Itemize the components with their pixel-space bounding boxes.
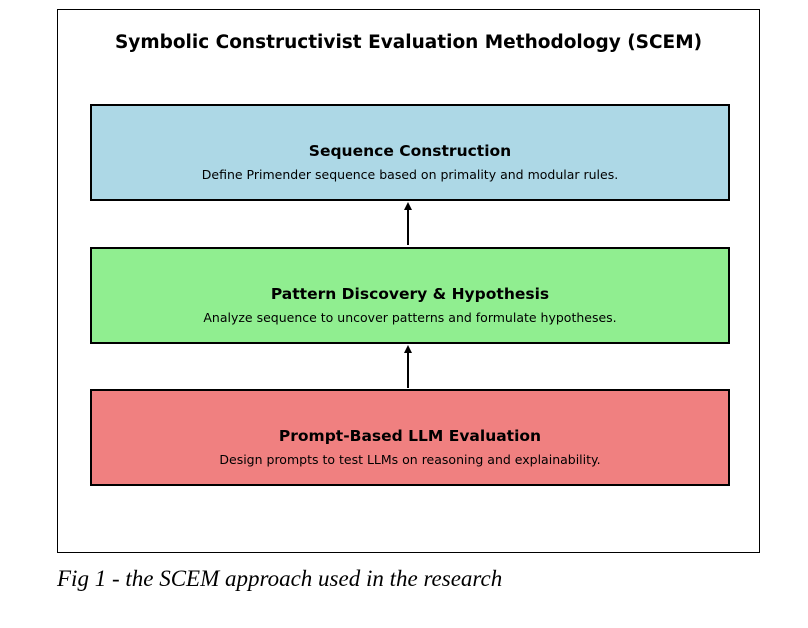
figure-frame: Symbolic Constructivist Evaluation Metho… <box>57 9 760 553</box>
stage-box-pattern-discovery: Pattern Discovery & Hypothesis Analyze s… <box>90 247 730 344</box>
stage-heading: Pattern Discovery & Hypothesis <box>270 285 550 303</box>
arrow-up-icon <box>404 202 412 245</box>
stage-box-llm-evaluation: Prompt-Based LLM Evaluation Design promp… <box>90 389 730 486</box>
figure-caption: Fig 1 - the SCEM approach used in the re… <box>57 566 503 591</box>
arrow-up-icon <box>404 345 412 388</box>
stage-box-sequence-construction: Sequence Construction Define Primender s… <box>90 104 730 201</box>
diagram-title: Symbolic Constructivist Evaluation Metho… <box>114 32 703 53</box>
stage-heading: Prompt-Based LLM Evaluation <box>278 427 542 445</box>
stage-heading: Sequence Construction <box>308 142 512 160</box>
stage-description: Design prompts to test LLMs on reasoning… <box>219 452 601 467</box>
stage-description: Define Primender sequence based on prima… <box>201 167 619 182</box>
stage-description: Analyze sequence to uncover patterns and… <box>203 310 617 325</box>
